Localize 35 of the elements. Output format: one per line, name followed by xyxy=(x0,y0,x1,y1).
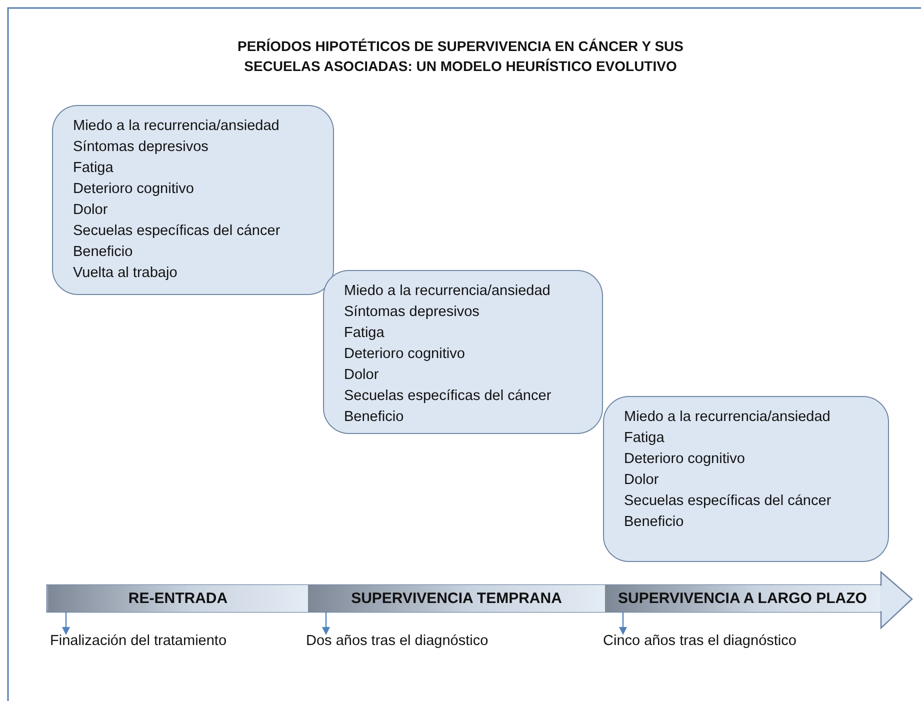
sequela-item: Fatiga xyxy=(624,429,666,448)
timeline-bar xyxy=(46,570,914,632)
sequela-item: Deterioro cognitivo xyxy=(73,180,195,199)
title: PERÍODOS HIPOTÉTICOS DE SUPERVIVENCIA EN CÁNCER Y SUS SECUELAS ASOCIADAS: UN MODELO HEURÍSTICO EVOLUTIVO xyxy=(236,37,685,76)
sequela-item: Deterioro cognitivo xyxy=(344,345,466,364)
sequelae-box xyxy=(323,270,603,434)
milestone-arrow xyxy=(322,612,330,635)
sequela-item: Secuelas específicas del cáncer xyxy=(73,222,282,241)
milestone-label: Finalización del tratamiento xyxy=(50,633,280,653)
sequela-item: Fatiga xyxy=(344,324,386,343)
sequela-item: Deterioro cognitivo xyxy=(624,450,746,469)
sequela-item: Miedo a la recurrencia/ansiedad xyxy=(624,408,832,427)
sequela-item: Secuelas específicas del cáncer xyxy=(624,492,832,511)
sequela-item: Dolor xyxy=(344,366,380,385)
phase-band: SUPERVIVENCIA A LARGO PLAZO xyxy=(605,585,880,612)
sequela-item: Beneficio xyxy=(624,513,685,532)
sequela-item: Dolor xyxy=(73,201,109,220)
milestone-arrow xyxy=(619,612,627,635)
sequela-item: Vuelta al trabajo xyxy=(73,264,178,283)
sequelae-box xyxy=(603,396,889,562)
sequela-item: Miedo a la recurrencia/ansiedad xyxy=(73,117,280,136)
sequela-item: Miedo a la recurrencia/ansiedad xyxy=(344,282,552,301)
milestone-label: Dos años tras el diagnóstico xyxy=(306,633,536,653)
sequelae-box xyxy=(52,105,334,295)
milestone-arrow xyxy=(62,612,70,635)
sequela-item: Síntomas depresivos xyxy=(73,138,210,157)
milestone-label: Cinco años tras el diagnóstico xyxy=(603,633,843,653)
sequela-item: Dolor xyxy=(624,471,660,490)
phase-band: RE-ENTRADA xyxy=(48,585,308,612)
phase-band: SUPERVIVENCIA TEMPRANA xyxy=(308,585,605,612)
sequela-item: Beneficio xyxy=(73,243,134,262)
sequela-item: Secuelas específicas del cáncer xyxy=(344,387,552,406)
sequela-item: Beneficio xyxy=(344,408,405,427)
sequela-item: Síntomas depresivos xyxy=(344,303,480,322)
sequela-item: Fatiga xyxy=(73,159,114,178)
